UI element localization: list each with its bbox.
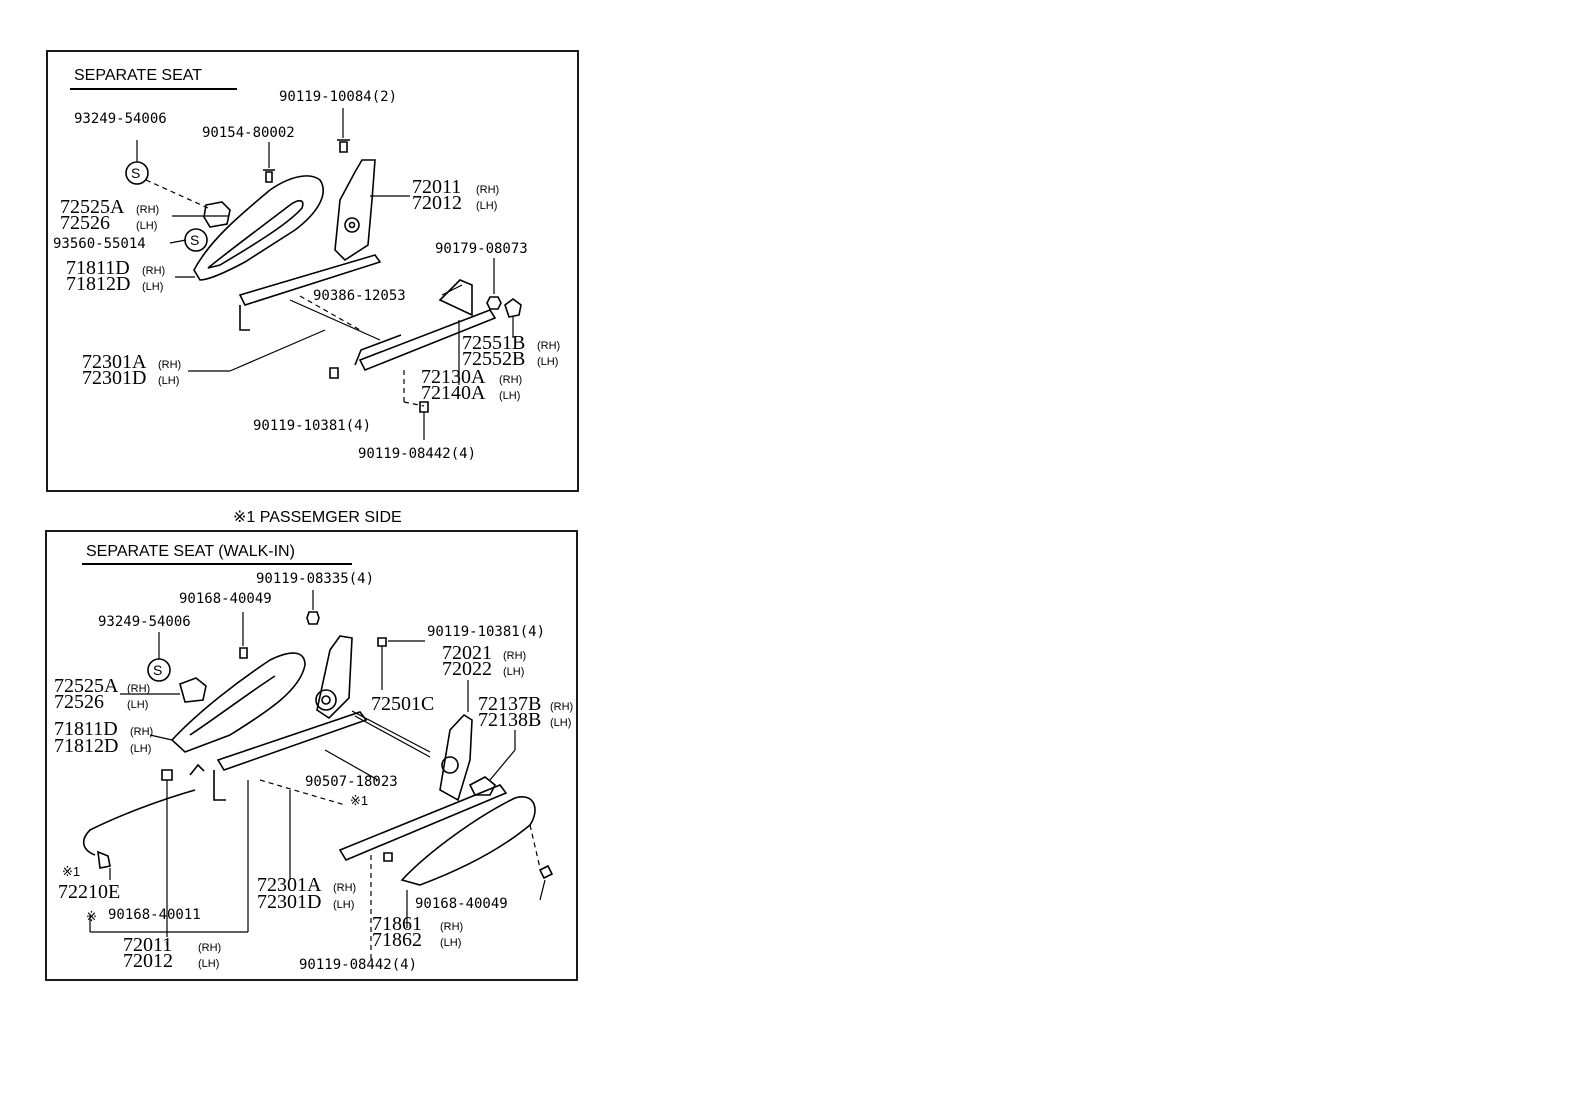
label-93249-54006-b: 93249-54006 bbox=[98, 614, 191, 630]
svg-text:S: S bbox=[190, 232, 199, 248]
svg-text:(RH): (RH) bbox=[537, 340, 560, 352]
label-72011-b: 72011 bbox=[123, 934, 172, 956]
svg-text:(RH): (RH) bbox=[503, 650, 526, 662]
panel2-frame bbox=[45, 530, 578, 981]
note-passenger-3: ※ bbox=[86, 909, 97, 924]
svg-text:(LH): (LH) bbox=[499, 390, 520, 402]
screw-marker-icon: S bbox=[147, 658, 171, 682]
svg-text:(RH): (RH) bbox=[333, 882, 356, 894]
rail-shape bbox=[358, 309, 497, 372]
label-72012-b: 72012 bbox=[123, 950, 173, 972]
svg-text:(LH): (LH) bbox=[142, 281, 163, 293]
svg-text:(RH): (RH) bbox=[440, 921, 463, 933]
label-72525A-b: 72525A bbox=[54, 675, 119, 697]
label-72301A: 72301A bbox=[82, 351, 147, 373]
label-71861: 71861 bbox=[372, 913, 422, 935]
label-90168-40011: 90168-40011 bbox=[108, 907, 201, 923]
label-93560-55014: 93560-55014 bbox=[53, 236, 146, 252]
label-72011: 72011 bbox=[412, 176, 461, 198]
passenger-side-note: ※1 PASSEMGER SIDE bbox=[233, 509, 402, 526]
label-72012: 72012 bbox=[412, 192, 462, 214]
label-72021: 72021 bbox=[442, 642, 492, 664]
panel1-drawing: S S bbox=[125, 108, 522, 440]
svg-text:(RH): (RH) bbox=[130, 726, 153, 738]
note-passenger-1: ※1 bbox=[350, 793, 368, 808]
label-72526: 72526 bbox=[60, 212, 110, 234]
knob-icon bbox=[203, 201, 231, 228]
label-71811D-b: 71811D bbox=[54, 718, 118, 740]
label-72301D: 72301D bbox=[82, 367, 146, 389]
svg-text:(RH): (RH) bbox=[476, 184, 499, 196]
label-93249-54006: 93249-54006 bbox=[74, 111, 167, 127]
label-90168-40049-bottom: 90168-40049 bbox=[415, 896, 508, 912]
svg-text:(RH): (RH) bbox=[158, 359, 181, 371]
label-72501C: 72501C bbox=[371, 693, 434, 715]
label-72551B: 72551B bbox=[462, 332, 525, 354]
label-72301A-b: 72301A bbox=[257, 874, 322, 896]
label-71862: 71862 bbox=[372, 929, 422, 951]
panel1-title: SEPARATE SEAT bbox=[74, 67, 202, 84]
label-90119-10381: 90119-10381(4) bbox=[253, 418, 371, 434]
svg-text:(LH): (LH) bbox=[537, 356, 558, 368]
label-90168-40049-top: 90168-40049 bbox=[179, 591, 272, 607]
svg-text:(LH): (LH) bbox=[440, 937, 461, 949]
label-71812D: 71812D bbox=[66, 273, 130, 295]
label-90386-12053: 90386-12053 bbox=[313, 288, 406, 304]
svg-text:(RH): (RH) bbox=[127, 683, 150, 695]
svg-text:(LH): (LH) bbox=[333, 899, 354, 911]
label-72210E: 72210E bbox=[58, 881, 120, 903]
label-71812D-b: 71812D bbox=[54, 735, 118, 757]
svg-text:(LH): (LH) bbox=[198, 958, 219, 970]
svg-text:(RH): (RH) bbox=[136, 204, 159, 216]
side-cover-shape bbox=[193, 175, 324, 281]
label-90507-18023: 90507-18023 bbox=[305, 774, 398, 790]
label-90119-10084: 90119-10084(2) bbox=[279, 89, 397, 105]
label-72552B: 72552B bbox=[462, 348, 525, 370]
label-72138B: 72138B bbox=[478, 709, 541, 731]
label-72137B: 72137B bbox=[478, 693, 541, 715]
label-90119-08442: 90119-08442(4) bbox=[358, 446, 476, 462]
screw-marker-icon: S bbox=[184, 228, 208, 252]
svg-text:(RH): (RH) bbox=[499, 374, 522, 386]
svg-text:(RH): (RH) bbox=[198, 942, 221, 954]
svg-text:(LH): (LH) bbox=[503, 666, 524, 678]
label-72525A: 72525A bbox=[60, 196, 125, 218]
svg-text:S: S bbox=[153, 662, 162, 678]
panel2-title: SEPARATE SEAT (WALK-IN) bbox=[86, 543, 295, 560]
svg-text:(RH): (RH) bbox=[550, 701, 573, 713]
svg-text:(LH): (LH) bbox=[136, 220, 157, 232]
note-passenger-2: ※1 bbox=[62, 864, 80, 879]
svg-text:(LH): (LH) bbox=[130, 743, 151, 755]
svg-text:(LH): (LH) bbox=[550, 717, 571, 729]
label-72526-b: 72526 bbox=[54, 691, 104, 713]
label-90154-80002: 90154-80002 bbox=[202, 125, 295, 141]
label-90119-08442-b: 90119-08442(4) bbox=[299, 957, 417, 973]
panel1-frame bbox=[46, 50, 579, 492]
svg-text:S: S bbox=[131, 165, 140, 181]
recliner-shape bbox=[334, 159, 376, 262]
svg-text:(LH): (LH) bbox=[158, 375, 179, 387]
svg-text:(LH): (LH) bbox=[476, 200, 497, 212]
svg-text:(RH): (RH) bbox=[142, 265, 165, 277]
label-72301D-b: 72301D bbox=[257, 891, 321, 913]
label-72140A: 72140A bbox=[421, 382, 486, 404]
label-71811D: 71811D bbox=[66, 257, 130, 279]
screw-marker-icon: S bbox=[125, 161, 149, 185]
label-90179-08073: 90179-08073 bbox=[435, 241, 528, 257]
label-90119-08335: 90119-08335(4) bbox=[256, 571, 374, 587]
label-90119-10381-b: 90119-10381(4) bbox=[427, 624, 545, 640]
panel2-drawing: S bbox=[82, 590, 554, 960]
svg-text:(LH): (LH) bbox=[127, 699, 148, 711]
label-72022: 72022 bbox=[442, 658, 492, 680]
label-72130A: 72130A bbox=[421, 366, 486, 388]
